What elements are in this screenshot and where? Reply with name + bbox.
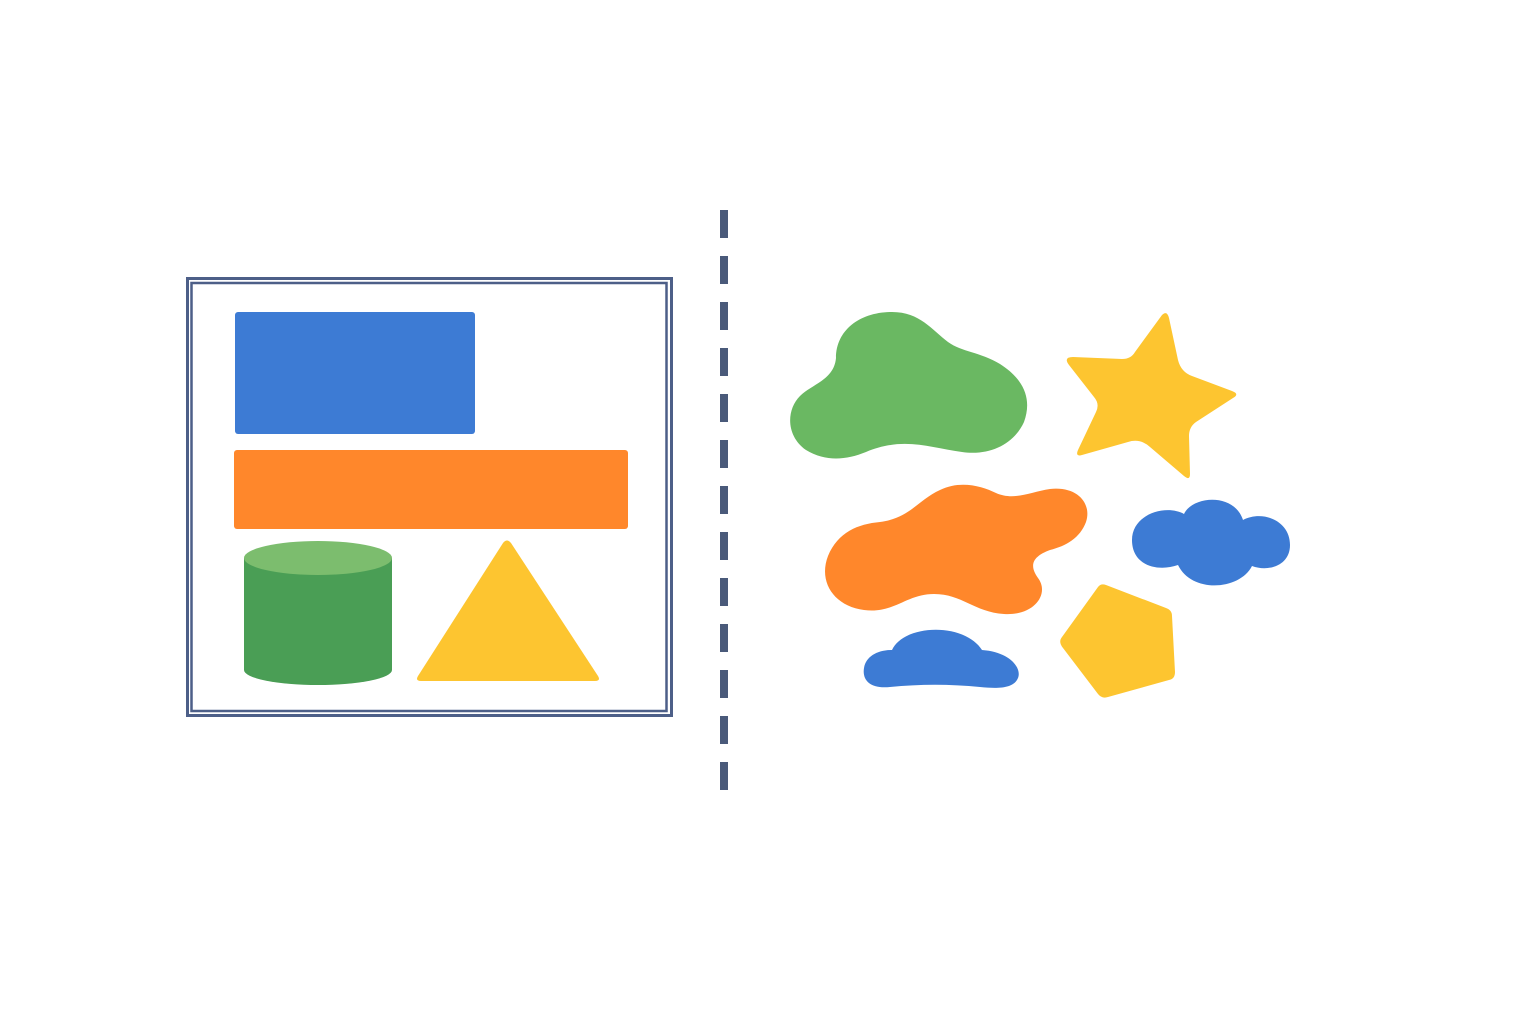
yellow-pentagon bbox=[1060, 584, 1175, 698]
orange-blob bbox=[825, 484, 1088, 615]
blue-cloud-small bbox=[863, 629, 1019, 688]
yellow-triangle bbox=[417, 540, 599, 681]
panel-frame-outer bbox=[186, 277, 673, 717]
yellow-star bbox=[1066, 313, 1237, 479]
green-blob bbox=[790, 312, 1028, 459]
orange-rectangle bbox=[234, 450, 628, 529]
green-cylinder bbox=[244, 541, 392, 685]
freeform-panel bbox=[790, 312, 1290, 698]
panel-frame-inner bbox=[190, 281, 668, 713]
blue-cloud-large bbox=[1132, 499, 1290, 586]
blue-rectangle bbox=[235, 312, 475, 434]
structured-panel bbox=[186, 277, 673, 717]
